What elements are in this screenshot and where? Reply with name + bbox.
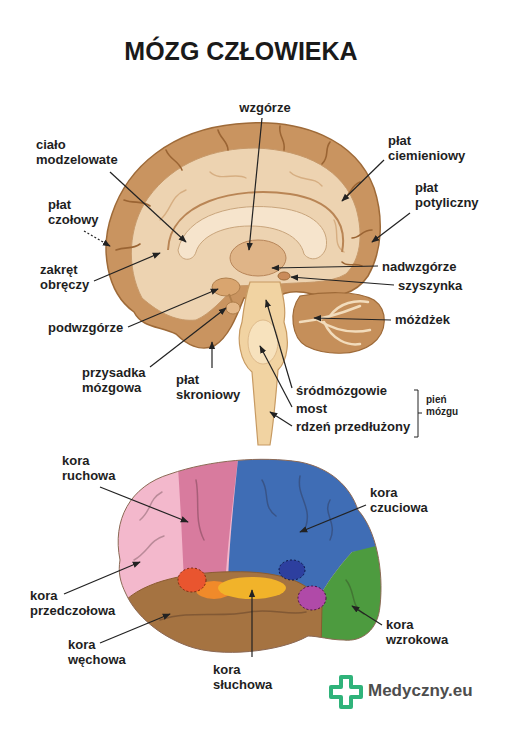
- sulci: [134, 476, 364, 620]
- leader-line: [128, 289, 218, 327]
- structure-label: rdzeń przedłużony: [296, 419, 414, 434]
- leader-line: [352, 606, 382, 625]
- pituitary: [226, 302, 240, 314]
- structure-label: zakręt obręczy: [40, 262, 96, 292]
- lobe-label: płat ciemieniowy: [388, 133, 476, 163]
- leader-line: [272, 266, 378, 268]
- leader-line: [150, 308, 226, 367]
- lobe-label: płat potyliczny: [415, 180, 487, 210]
- cerebellum: [293, 293, 384, 354]
- sulcus: [290, 172, 322, 186]
- structure-label: podwzgórze: [48, 320, 138, 335]
- association-area: [279, 560, 305, 580]
- cortex-label: kora czuciowa: [370, 485, 436, 515]
- pituitary-stalk: [229, 294, 232, 302]
- structure-label: szyszynka: [398, 278, 488, 293]
- sulcus: [262, 480, 276, 516]
- structure-label: przysadka mózgowa: [82, 365, 154, 395]
- leader-line: [110, 172, 186, 242]
- cortex-label: kora węchowa: [68, 637, 134, 667]
- structure-label: nadwzgórze: [382, 259, 482, 274]
- sulcus: [344, 182, 360, 198]
- brainstem-bracket: [414, 390, 422, 437]
- lobe-label: płat czołowy: [48, 197, 110, 227]
- cortex-label: kora słuchowa: [213, 662, 277, 692]
- bracket-label: pień mózgu: [426, 394, 466, 418]
- sulcus: [140, 492, 162, 520]
- cortex-label: kora wzrokowa: [386, 617, 458, 647]
- cortex-label: kora ruchowa: [62, 453, 124, 483]
- leader-line: [260, 346, 292, 407]
- arbor-vitae: [300, 301, 370, 344]
- broca-area: [178, 568, 206, 592]
- sulcus: [160, 611, 306, 620]
- leader-line: [64, 562, 140, 594]
- sulcus: [134, 536, 164, 560]
- wernicke-area: [298, 586, 326, 610]
- leader-line: [291, 277, 394, 285]
- leader-line: [94, 253, 160, 281]
- lateral-brain: [100, 440, 400, 690]
- lateral-outline: [118, 459, 381, 652]
- sulcus: [160, 190, 186, 220]
- leader-line: [314, 318, 391, 320]
- sulcus: [218, 130, 228, 150]
- structure-label: ciało modzelowate: [36, 137, 128, 167]
- leader-line: [342, 160, 384, 201]
- leader-line: [270, 412, 292, 426]
- leader-line: [300, 505, 366, 532]
- lobe-label: płat skroniowy: [176, 372, 248, 402]
- thalamus: [230, 240, 286, 276]
- sulcus: [342, 262, 362, 266]
- structure-label: śródmózgowie: [296, 383, 408, 398]
- branch: [324, 322, 360, 344]
- cortex-label: kora przedczołowa: [30, 588, 126, 618]
- branch: [330, 301, 368, 316]
- leader-line: [211, 342, 212, 368]
- visual-cortex: [316, 540, 400, 690]
- sulcus: [280, 126, 285, 150]
- structure-label: móżdżek: [395, 312, 475, 327]
- leader-line: [266, 300, 292, 388]
- sulcus: [346, 580, 364, 614]
- leader-line: [100, 614, 170, 643]
- pineal-gland: [278, 272, 290, 280]
- sulcus: [299, 476, 307, 526]
- leader-line: [372, 213, 410, 242]
- leader-line: [249, 118, 262, 250]
- sulcus: [196, 480, 204, 540]
- sulcus: [322, 142, 330, 164]
- title: MÓZG CZŁOWIEKA: [0, 36, 482, 66]
- brainstem: [239, 282, 287, 445]
- structure-label: most: [296, 401, 356, 416]
- sulcus: [166, 150, 182, 170]
- hypothalamus: [212, 278, 240, 296]
- leader-line: [100, 487, 188, 522]
- leader-line: [84, 231, 110, 246]
- sulcus: [116, 244, 140, 250]
- structure-label: wzgórze: [228, 100, 302, 115]
- logo-cross: [331, 677, 361, 707]
- leader-line: [251, 590, 252, 657]
- sulcus: [352, 230, 372, 238]
- temporal-lobe: [100, 572, 322, 690]
- watermark: Medyczny.eu: [368, 681, 498, 701]
- sulcus: [210, 172, 246, 178]
- leader-lines: [64, 487, 382, 657]
